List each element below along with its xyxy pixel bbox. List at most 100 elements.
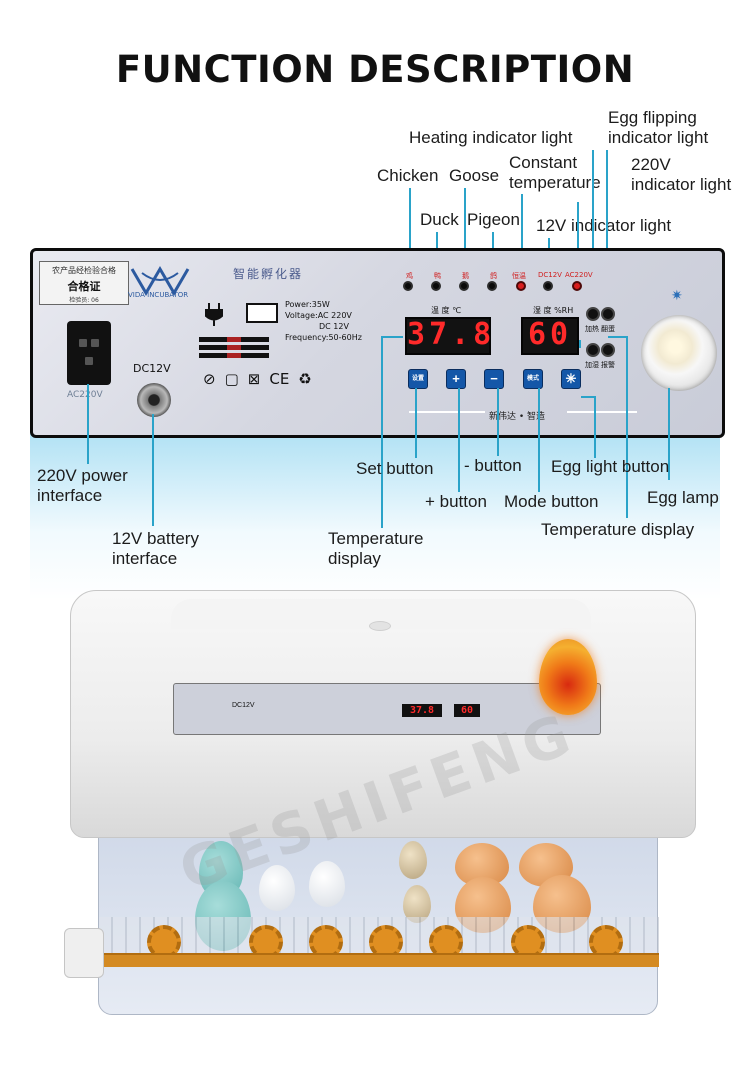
label-chicken: Chicken <box>377 166 439 185</box>
callout-line <box>87 384 89 464</box>
ac-power-label: AC220V <box>67 390 103 400</box>
brand-name: VIDA INCUBATOR <box>128 291 189 299</box>
heating-led <box>516 281 526 291</box>
duck-led <box>431 281 441 291</box>
humidity-display: 60 <box>521 317 579 355</box>
mode-button[interactable]: 模式 <box>523 369 543 389</box>
callout-line <box>577 202 579 274</box>
label-egg-lamp: Egg lamp <box>647 488 719 507</box>
maker-label: 新伟达 • 智造 <box>489 412 546 422</box>
humidify-indicator <box>586 343 600 357</box>
set-button[interactable]: 设置 <box>408 369 428 389</box>
vent-hole <box>369 621 391 631</box>
label-minus-button: - button <box>464 456 522 475</box>
callout-line <box>415 388 417 458</box>
callout-line <box>381 336 403 338</box>
mini-dc-label: DC12V <box>232 702 255 709</box>
alarm-indicator <box>601 343 615 357</box>
mini-control-panel: DC12V 37.8 60 <box>173 683 601 735</box>
brand-logo-icon <box>130 266 190 296</box>
heating-indicator <box>586 307 600 321</box>
candled-egg <box>539 639 597 715</box>
callout-line <box>581 396 595 398</box>
label-heating-light: Heating indicator light <box>409 128 573 147</box>
label-constant-temperature: Constant temperature <box>509 153 601 192</box>
led-label: 鸡 <box>406 272 413 280</box>
egg-light-button[interactable]: ✳ <box>561 369 581 389</box>
callout-line <box>381 336 383 528</box>
side-label: 加热 <box>585 325 599 333</box>
certificate-title: 合格证 <box>67 280 101 293</box>
egg-flip-indicator <box>601 307 615 321</box>
label-goose: Goose <box>449 166 500 185</box>
callout-line <box>538 388 540 492</box>
spec-line: DC 12V <box>319 322 349 331</box>
water-inlet-pipe <box>64 928 104 978</box>
side-label: 翻蛋 <box>601 325 615 333</box>
recycle-icon: ♻ <box>298 370 312 388</box>
label-pigeon: Pigeon <box>467 210 520 229</box>
certificate-line: 农产品经检验合格 <box>52 266 116 275</box>
led-label: 鸭 <box>434 272 441 280</box>
spec-line: Power:35W <box>285 300 330 309</box>
goose-led <box>459 281 469 291</box>
quail-egg <box>399 841 427 879</box>
ac-power-socket[interactable] <box>67 321 111 385</box>
callout-line <box>594 396 596 458</box>
roller-rack <box>99 953 659 967</box>
label-mode-button: Mode button <box>504 492 599 511</box>
dc12v-led <box>543 281 553 291</box>
spec-line: Frequency:50-60Hz <box>285 333 362 342</box>
white-egg <box>309 861 345 907</box>
label-temperature-display-right: Temperature display <box>541 520 695 539</box>
ce-mark-icon: CE <box>269 370 290 388</box>
callout-line <box>626 336 628 518</box>
egg-lamp[interactable] <box>641 315 717 391</box>
callout-line <box>579 340 581 348</box>
label-plus-button: + button <box>425 492 487 511</box>
control-panel: 农产品经检验合格 合格证 检验员: 06 VIDA INCUBATOR 智能孵化… <box>30 248 725 438</box>
incubator-lid: DC12V 37.8 60 <box>70 590 696 838</box>
label-220v-light: 220V indicator light <box>631 155 732 194</box>
mini-humidity-display: 60 <box>454 704 480 717</box>
dc-jack-label: DC12V <box>133 362 171 375</box>
label-set-button: Set button <box>356 459 434 478</box>
double-insulation-icon: ▢ <box>224 370 239 388</box>
led-label: 鸽 <box>490 272 497 280</box>
ac220v-led <box>572 281 582 291</box>
led-label: AC220V <box>565 271 593 279</box>
certificate-sticker: 农产品经检验合格 合格证 检验员: 06 <box>39 261 129 305</box>
white-egg <box>259 865 295 911</box>
label-egg-flipping-light: Egg flipping indicator light <box>608 108 709 147</box>
led-label: 鹅 <box>462 272 469 280</box>
power-specs: Power:35W Voltage:AC 220V DC 12V Frequen… <box>285 299 362 343</box>
led-label: 恒温 <box>512 272 526 280</box>
dc-battery-jack[interactable] <box>137 383 171 417</box>
mini-temperature-display: 37.8 <box>402 704 442 717</box>
callout-line <box>668 388 670 480</box>
page-title: FUNCTION DESCRIPTION <box>115 48 635 91</box>
temperature-header: 温 度 ℃ <box>431 306 462 315</box>
certificate-inspector: 检验员: 06 <box>69 297 99 304</box>
label-temperature-display-left: Temperature display <box>328 529 424 568</box>
decorative-bars <box>199 337 269 361</box>
temperature-display: 37.8 <box>405 317 491 355</box>
callout-line <box>592 150 594 308</box>
certification-marks: ⊘ ▢ ⊠ CE ♻ <box>203 370 312 388</box>
minus-button[interactable]: − <box>484 369 504 389</box>
light-glow <box>30 430 720 600</box>
side-label: 报警 <box>601 361 615 369</box>
plus-button[interactable]: + <box>446 369 466 389</box>
chicken-led <box>403 281 413 291</box>
callout-line <box>606 150 608 308</box>
label-egg-light-button: Egg light button <box>551 457 670 476</box>
battery-icon <box>246 303 278 323</box>
label-power-interface: 220V power interface <box>37 466 128 505</box>
callout-line <box>497 388 499 456</box>
label-battery-interface: 12V battery interface <box>112 529 199 568</box>
spec-line: Voltage:AC 220V <box>285 311 352 320</box>
plug-icon <box>205 303 223 326</box>
callout-line <box>409 188 411 274</box>
panel-title: 智能孵化器 <box>233 267 304 281</box>
no-battery-icon: ⊘ <box>203 370 216 388</box>
